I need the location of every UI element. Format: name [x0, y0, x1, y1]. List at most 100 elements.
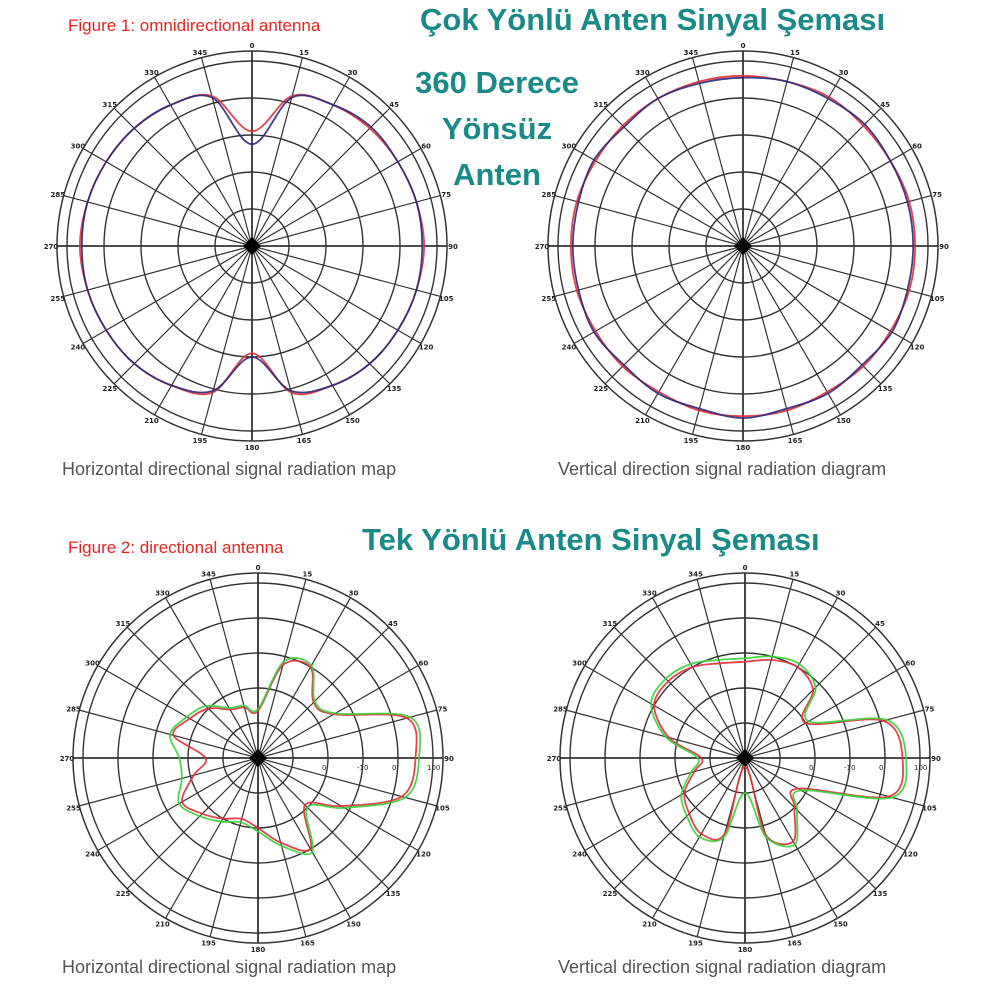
angle-tick-label: 60 — [419, 660, 429, 668]
angle-tick-label: 210 — [155, 920, 170, 928]
angle-tick-label: 30 — [348, 69, 358, 77]
angle-tick-label: 105 — [922, 804, 937, 812]
radial-tick-label: 0 — [809, 764, 813, 772]
angle-tick-label: 15 — [299, 49, 309, 57]
angle-tick-label: 330 — [155, 590, 170, 598]
spoke-line — [113, 107, 253, 247]
angle-tick-label: 0 — [741, 42, 746, 50]
spoke-line — [164, 757, 259, 919]
angle-tick-label: 45 — [875, 620, 885, 628]
angle-tick-label: 270 — [44, 243, 59, 251]
subtitle-line: 360 Derece — [415, 65, 579, 100]
spoke-line — [744, 757, 906, 852]
radiation-pattern-green — [650, 655, 908, 848]
angle-tick-label: 225 — [116, 890, 131, 898]
spoke-line — [257, 757, 390, 890]
radiation-pattern-navy — [80, 94, 424, 394]
angle-tick-label: 120 — [416, 851, 431, 859]
spoke-line — [744, 664, 906, 759]
figure1-label: Figure 1: omnidirectional antenna — [68, 16, 321, 35]
angle-tick-label: 135 — [386, 890, 401, 898]
figure1-title: Çok Yönlü Anten Sinyal Şeması — [420, 2, 886, 37]
angle-tick-label: 330 — [642, 590, 657, 598]
angle-tick-label: 60 — [906, 660, 916, 668]
angle-tick-label: 60 — [421, 143, 431, 151]
angle-tick-label: 210 — [144, 417, 159, 425]
spoke-line — [63, 194, 253, 247]
angle-tick-label: 240 — [572, 851, 587, 859]
spoke-line — [251, 245, 351, 416]
angle-tick-label: 165 — [787, 939, 802, 947]
angle-tick-label: 75 — [441, 191, 451, 199]
angle-tick-label: 45 — [880, 101, 890, 109]
angle-tick-label: 165 — [297, 437, 312, 445]
spoke-line — [209, 757, 259, 937]
angle-tick-label: 75 — [925, 706, 935, 714]
angle-tick-label: 180 — [245, 444, 260, 452]
spoke-line — [82, 147, 253, 247]
angle-tick-label: 345 — [193, 49, 208, 57]
polar-chart-fig2-horizontal: 0153045607590105120135150165180195210225… — [60, 564, 454, 954]
spoke-line — [257, 757, 437, 807]
spoke-line — [251, 57, 304, 247]
angle-tick-label: 90 — [939, 243, 949, 251]
radial-tick-label: 0 — [879, 764, 883, 772]
angle-tick-label: 270 — [535, 243, 550, 251]
figure1-caption-vertical: Vertical direction signal radiation diag… — [558, 459, 887, 479]
spoke-line — [742, 57, 795, 247]
spoke-line — [200, 57, 253, 247]
angle-tick-label: 285 — [66, 706, 81, 714]
angle-tick-label: 105 — [930, 295, 945, 303]
spoke-line — [97, 664, 259, 759]
angle-tick-label: 135 — [873, 890, 888, 898]
spoke-line — [257, 579, 307, 759]
spoke-line — [251, 245, 391, 385]
spoke-line — [691, 245, 744, 435]
spoke-line — [257, 757, 352, 919]
spoke-line — [153, 76, 253, 247]
spoke-line — [164, 597, 259, 759]
angle-tick-label: 180 — [736, 444, 751, 452]
angle-tick-label: 15 — [303, 571, 313, 579]
angle-tick-label: 90 — [931, 755, 941, 763]
angle-tick-label: 300 — [562, 143, 577, 151]
radial-tick-label: 0 — [322, 764, 326, 772]
spoke-line — [200, 245, 253, 435]
figure2-caption-horizontal: Horizontal directional signal radiation … — [62, 957, 397, 977]
spoke-line — [251, 194, 441, 247]
angle-tick-label: 0 — [743, 564, 748, 572]
radiation-pattern-navy — [571, 76, 915, 420]
angle-tick-label: 90 — [444, 755, 454, 763]
angle-tick-label: 315 — [603, 620, 618, 628]
spoke-line — [744, 757, 839, 919]
angle-tick-label: 345 — [201, 571, 216, 579]
spoke-line — [742, 245, 795, 435]
radial-tick-label: 100 — [427, 764, 440, 772]
angle-tick-label: 75 — [438, 706, 448, 714]
figure2-title: Tek Yönlü Anten Sinyal Şeması — [362, 522, 820, 557]
spoke-line — [251, 245, 304, 435]
radial-tick-label: 100 — [914, 764, 927, 772]
radiation-pattern-red — [172, 659, 418, 852]
angle-tick-label: 345 — [684, 49, 699, 57]
angle-tick-label: 255 — [66, 804, 81, 812]
spoke-line — [691, 57, 744, 247]
angle-tick-label: 315 — [103, 101, 118, 109]
center-marker — [243, 237, 261, 255]
angle-tick-label: 240 — [562, 344, 577, 352]
radial-tick-label: -10 — [357, 764, 368, 772]
figure2-caption-vertical: Vertical direction signal radiation diag… — [558, 957, 887, 977]
polar-chart-fig2-vertical: 0153045607590105120135150165180195210225… — [547, 564, 941, 954]
angle-tick-label: 255 — [542, 295, 557, 303]
angle-tick-label: 135 — [387, 385, 402, 393]
angle-tick-label: 120 — [910, 344, 925, 352]
angle-tick-label: 240 — [85, 851, 100, 859]
spoke-line — [584, 664, 746, 759]
radiation-pattern-red — [653, 658, 905, 846]
angle-tick-label: 120 — [903, 851, 918, 859]
angle-tick-label: 300 — [572, 660, 587, 668]
angle-tick-label: 255 — [51, 295, 66, 303]
spoke-line — [251, 245, 441, 298]
spoke-line — [251, 107, 391, 247]
angle-tick-label: 210 — [635, 417, 650, 425]
